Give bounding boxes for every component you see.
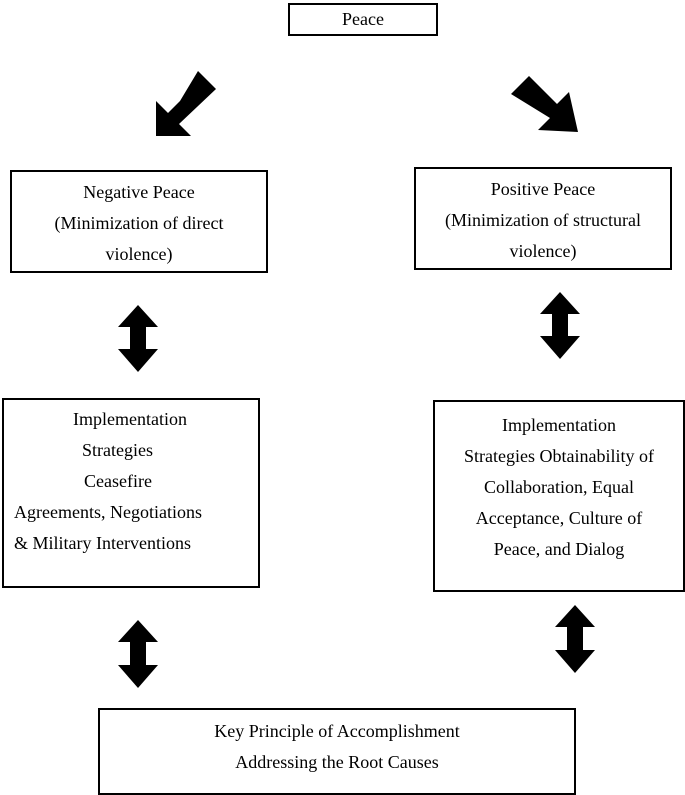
- key-principle-line-2: Addressing the Root Causes: [235, 752, 439, 772]
- negative-implementation-line-1: Implementation: [73, 409, 187, 429]
- peace-box: Peace: [288, 3, 438, 36]
- positive-implementation-line-4: Acceptance, Culture of: [475, 508, 643, 528]
- negative-implementation-box: Implementation Strategies Ceasefire Agre…: [2, 398, 260, 588]
- double-arrow-positive-implementation: [540, 292, 580, 359]
- positive-implementation-box: Implementation Strategies Obtainability …: [433, 400, 685, 592]
- arrow-peace-to-positive: [511, 76, 578, 132]
- positive-peace-box: Positive Peace (Minimization of structur…: [414, 167, 672, 270]
- positive-implementation-line-2: Strategies Obtainability of: [464, 446, 654, 466]
- negative-peace-line-2: (Minimization of direct: [54, 213, 224, 233]
- positive-peace-line-1: Positive Peace: [490, 179, 596, 199]
- negative-peace-line-3: violence): [105, 244, 173, 264]
- double-arrow-implementation-key-left: [118, 620, 158, 688]
- arrow-peace-to-negative: [156, 71, 216, 136]
- positive-implementation-line-5: Peace, and Dialog: [493, 539, 625, 559]
- negative-peace-line-1: Negative Peace: [83, 182, 195, 202]
- double-arrow-implementation-key-right: [555, 605, 595, 673]
- positive-implementation-line-1: Implementation: [502, 415, 616, 435]
- peace-title: Peace: [342, 9, 384, 29]
- negative-peace-box: Negative Peace (Minimization of direct v…: [10, 170, 268, 273]
- positive-peace-line-3: violence): [509, 241, 577, 261]
- key-principle-line-1: Key Principle of Accomplishment: [214, 721, 460, 741]
- positive-implementation-line-3: Collaboration, Equal: [484, 477, 634, 497]
- negative-implementation-line-3: Ceasefire: [84, 471, 152, 491]
- negative-implementation-line-4: Agreements, Negotiations: [14, 502, 202, 522]
- positive-peace-line-2: (Minimization of structural: [445, 210, 641, 230]
- double-arrow-negative-implementation: [118, 305, 158, 372]
- key-principle-box: Key Principle of Accomplishment Addressi…: [98, 708, 576, 795]
- negative-implementation-line-2: Strategies: [82, 440, 153, 460]
- negative-implementation-line-5: & Military Interventions: [14, 533, 191, 553]
